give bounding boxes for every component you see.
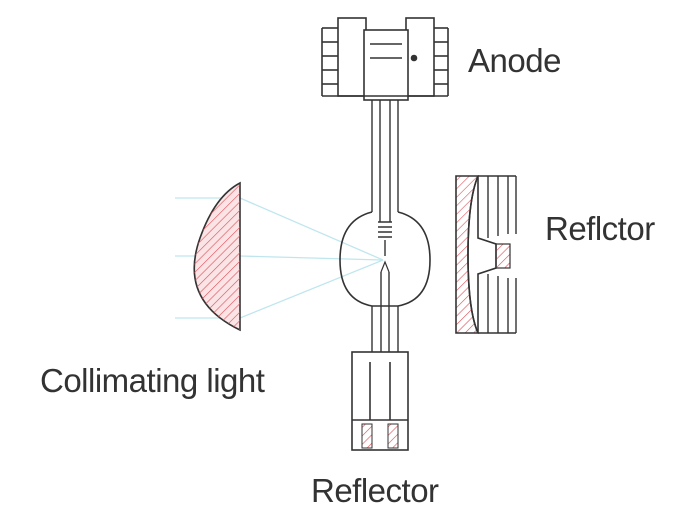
- anode-label: Anode: [468, 42, 561, 79]
- reflector-heatsink: [455, 175, 517, 334]
- collimating-light-label: Collimating light: [40, 362, 265, 399]
- reflector-bottom-label: Reflector: [311, 472, 439, 509]
- light-rays: [175, 197, 384, 319]
- reflector-right-label: Reflctor: [545, 210, 655, 247]
- collimating-lens: [193, 181, 241, 332]
- lamp-tube: [339, 100, 431, 352]
- anode-heatsink: [321, 17, 449, 101]
- cathode-base: [351, 351, 409, 451]
